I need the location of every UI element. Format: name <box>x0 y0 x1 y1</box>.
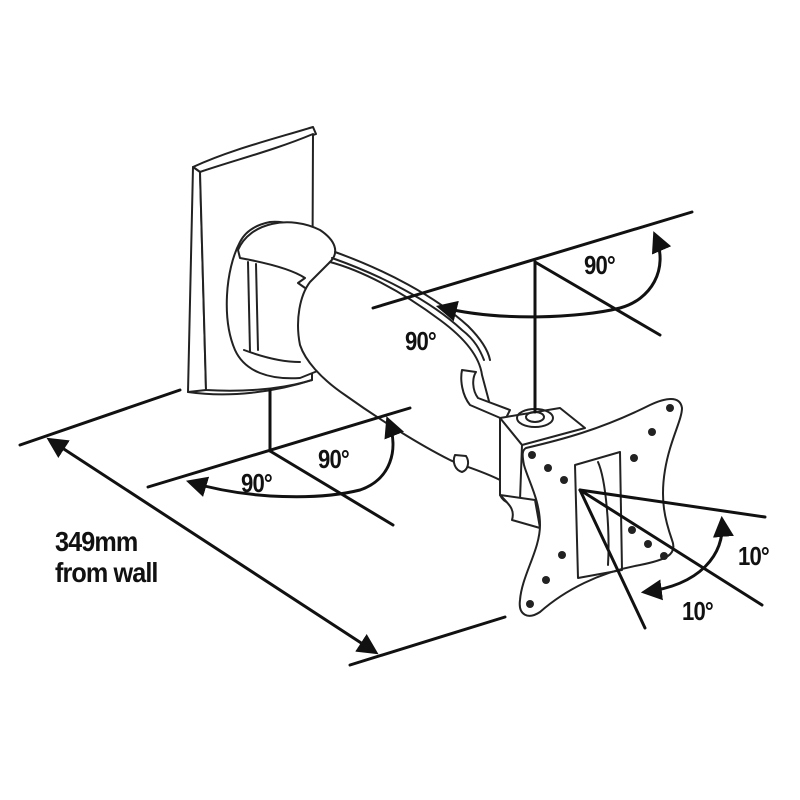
top-swivel-left-label: 90° <box>405 326 437 356</box>
tilt-down-label: 10° <box>682 596 714 626</box>
distance-dimension <box>18 388 507 667</box>
top-swivel-guide <box>371 210 694 414</box>
distance-caption-label: from wall <box>55 557 158 588</box>
distance-value-label: 349mm <box>55 526 138 557</box>
arm <box>297 251 521 481</box>
tilt-up-label: 10° <box>738 541 770 571</box>
head-joint <box>499 407 586 529</box>
wall-swivel-left-label: 90° <box>241 468 273 498</box>
top-swivel-right-label: 90° <box>584 250 616 280</box>
tilt-guide <box>578 488 767 630</box>
wall-swivel-right-label: 90° <box>318 444 350 474</box>
